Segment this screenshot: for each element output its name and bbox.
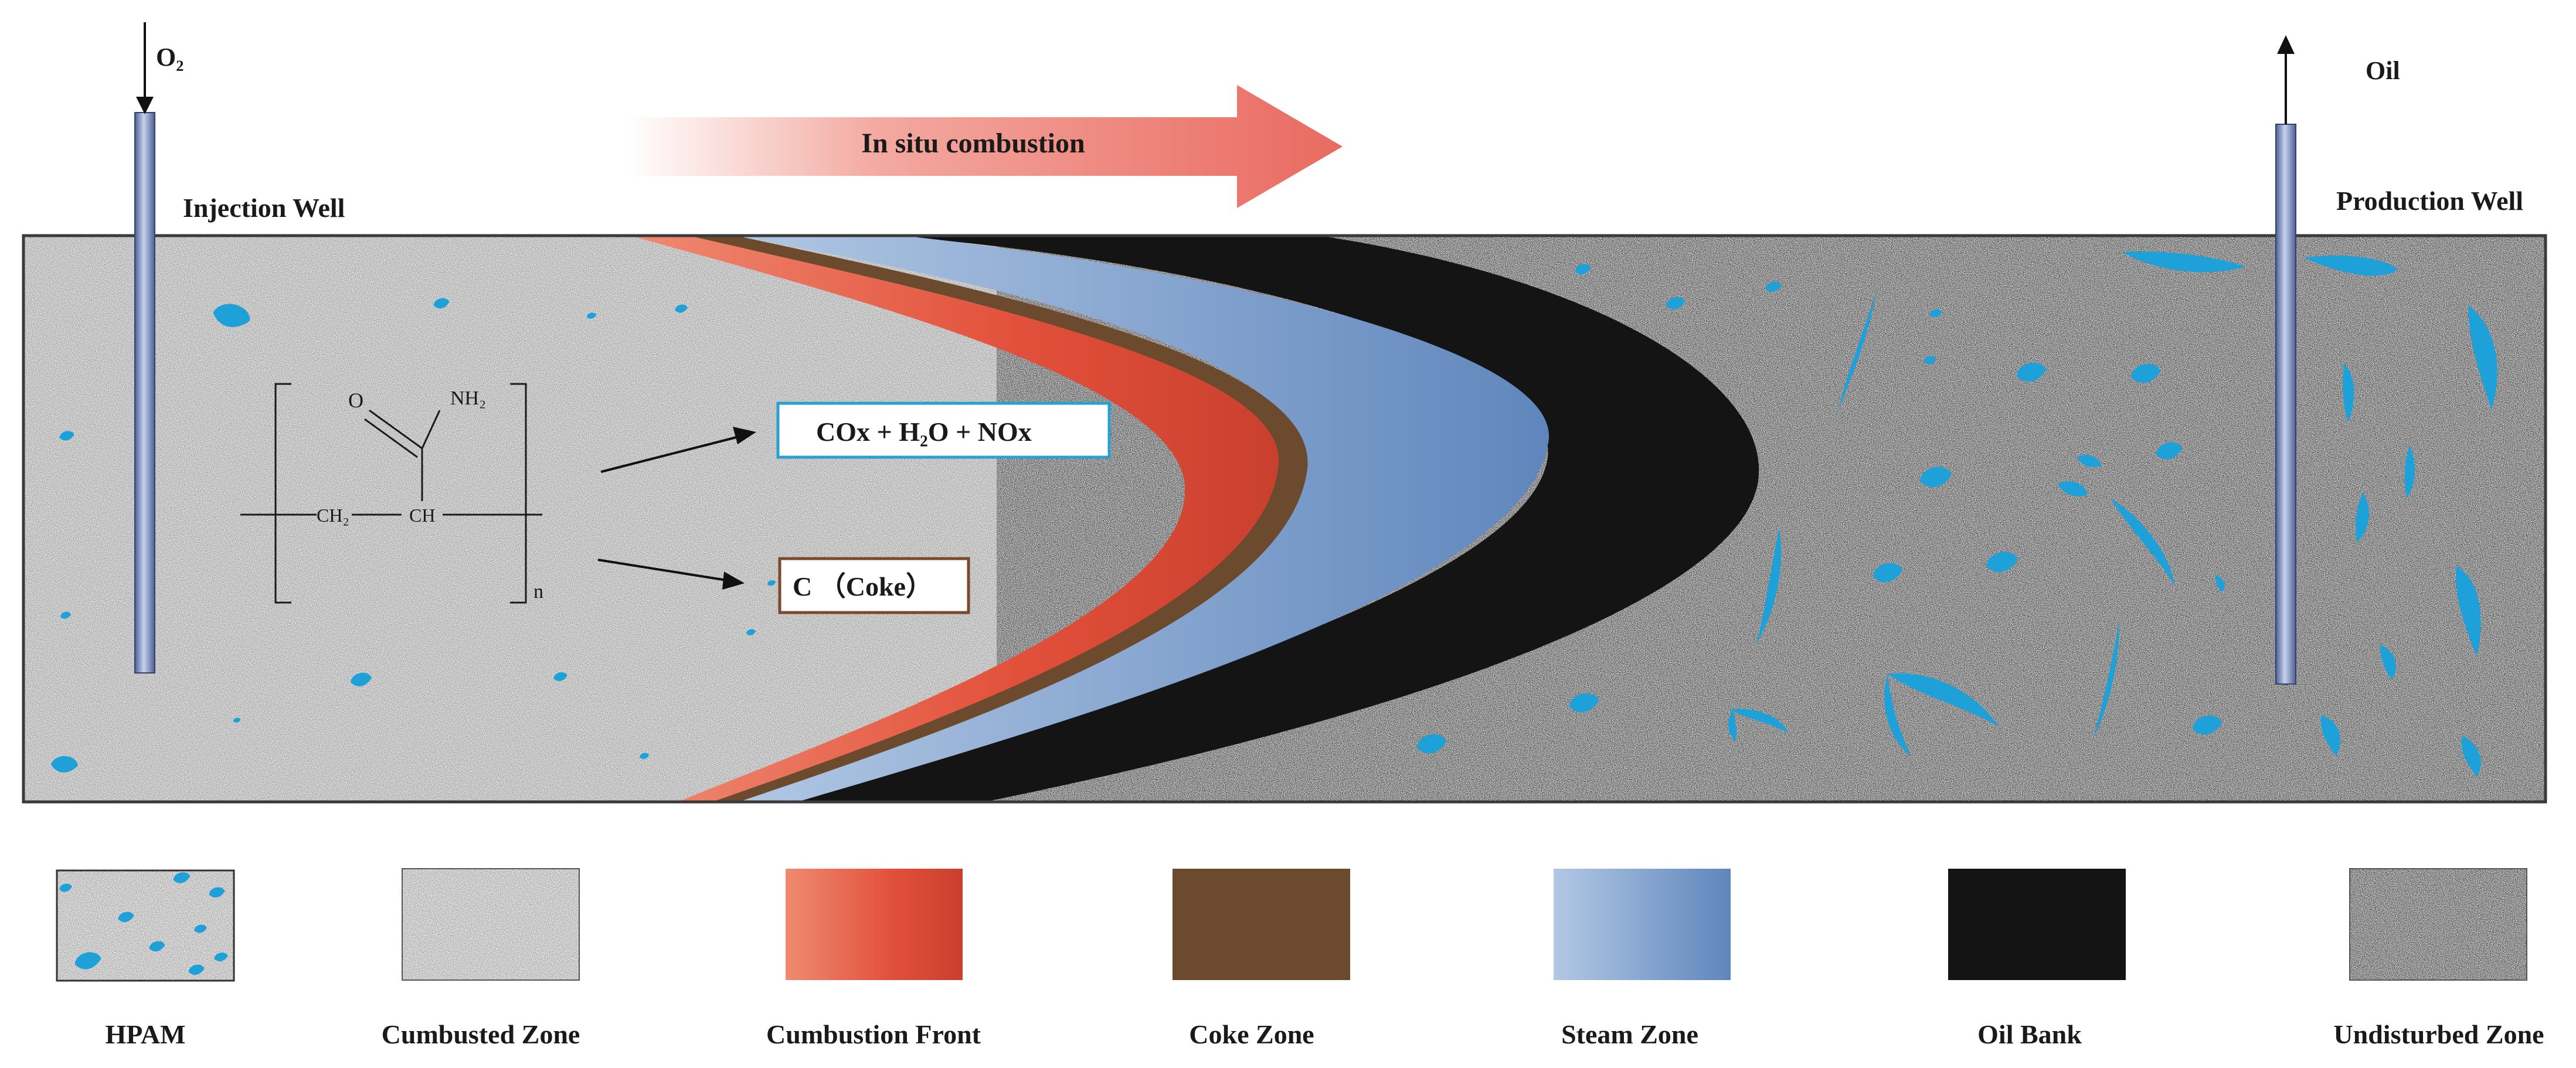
combustion-front-zone xyxy=(630,236,1279,802)
legend-label-hpam: HPAM xyxy=(105,1019,185,1049)
legend-label-front: Cumbustion Front xyxy=(766,1019,981,1049)
monomer-oxygen: O xyxy=(348,389,363,412)
legend-item-hpam: HPAM xyxy=(56,869,235,1049)
legend-label-undisturbed: Undisturbed Zone xyxy=(2333,1019,2544,1049)
oil-label: Oil xyxy=(2366,56,2400,85)
reservoir-cross-section xyxy=(23,236,2546,802)
legend-item-cumbusted: Cumbusted Zone xyxy=(382,868,580,1049)
oil-outflow-arrow xyxy=(2277,35,2295,54)
o2-label: O₂ xyxy=(156,43,183,72)
legend-label-cumbusted: Cumbusted Zone xyxy=(382,1019,580,1049)
hpam-monomer-structure xyxy=(240,383,542,604)
reaction-arrows xyxy=(597,436,739,581)
monomer-nh2: NH₂ xyxy=(450,387,486,409)
legend-item-steam: Steam Zone xyxy=(1554,869,1731,1049)
legend-label-oilbank: Oil Bank xyxy=(1977,1019,2082,1049)
steam-zone xyxy=(730,236,1549,802)
production-well-label: Production Well xyxy=(2336,186,2523,216)
coke-product-box: C （Coke） xyxy=(778,557,970,614)
oil-bank-zone xyxy=(774,236,1759,802)
oil-droplets xyxy=(1416,251,2497,777)
legend-item-oilbank: Oil Bank xyxy=(1948,869,2126,1049)
production-well: Oil Production Well xyxy=(2275,35,2523,685)
legend-label-coke: Coke Zone xyxy=(1189,1019,1314,1049)
injection-well-label: Injection Well xyxy=(183,193,345,223)
coke-product-label: C （Coke） xyxy=(793,572,933,601)
monomer-ch: CH xyxy=(409,505,435,526)
legend-label-steam: Steam Zone xyxy=(1561,1019,1698,1049)
injection-well: O₂ Injection Well xyxy=(134,22,345,674)
legend-item-coke: Coke Zone xyxy=(1173,869,1350,1049)
o2-inflow-arrow xyxy=(136,97,154,114)
legend-item-front: Cumbustion Front xyxy=(766,869,981,1049)
gas-products-arrowhead xyxy=(733,427,756,444)
gas-products-box: COx + H₂O + NOx xyxy=(776,402,1111,459)
legend: HPAM Cumbusted Zone Cumbustion Front Cok… xyxy=(56,868,2544,1049)
gas-products-label: COx + H₂O + NOx xyxy=(816,417,1032,447)
monomer-repeat-n: n xyxy=(533,581,543,603)
combustion-direction-arrow: In situ combustion xyxy=(627,85,1343,208)
legend-item-undisturbed: Undisturbed Zone xyxy=(2333,868,2544,1049)
reservoir-border xyxy=(22,234,2547,804)
coke-product-arrowhead xyxy=(722,572,745,590)
monomer-ch2: CH₂ xyxy=(317,505,349,526)
combustion-arrow-label: In situ combustion xyxy=(861,128,1085,159)
